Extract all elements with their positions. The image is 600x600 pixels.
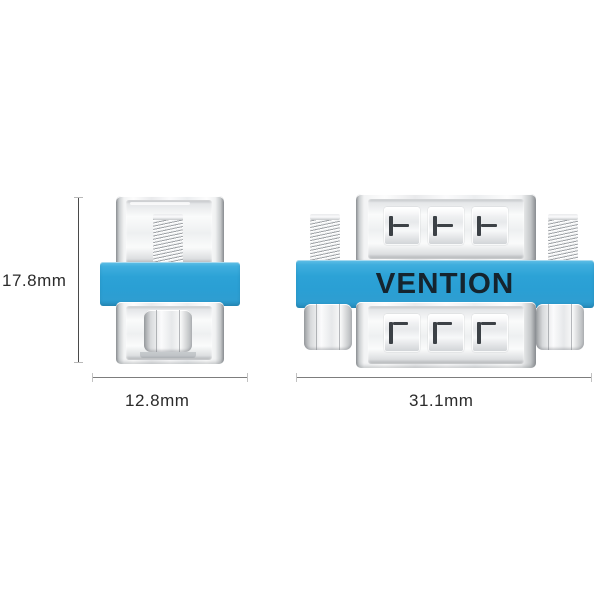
right-screw-post-left-tip — [310, 214, 340, 220]
right-screw-post-right-tip — [548, 214, 578, 220]
right-lower-port-2 — [428, 314, 464, 352]
right-width-dimension-label: 31.1mm — [409, 391, 474, 410]
right-width-dimension-line — [296, 377, 592, 378]
right-lower-port-3 — [472, 314, 508, 352]
left-screw-post — [153, 216, 183, 264]
left-width-dimension-line — [92, 377, 248, 378]
vention-logo: VENTION — [375, 267, 515, 300]
left-product — [100, 194, 240, 366]
left-screw-post-tip — [153, 214, 183, 220]
right-nut-right — [536, 304, 584, 350]
right-width-cap-end — [591, 373, 592, 382]
left-nut — [144, 310, 192, 352]
left-band — [100, 262, 240, 306]
height-dimension-cap-top — [74, 197, 83, 198]
height-dimension-label: 17.8mm — [2, 271, 67, 290]
right-lower-port-1 — [384, 314, 420, 352]
right-screw-post-right — [548, 216, 578, 262]
left-width-cap-start — [92, 373, 93, 382]
left-width-cap-end — [247, 373, 248, 382]
right-upper-port-3 — [472, 207, 508, 245]
right-upper-port-2 — [428, 207, 464, 245]
right-upper-port-1 — [384, 207, 420, 245]
left-width-dimension-label: 12.8mm — [125, 391, 190, 410]
right-nut-left — [304, 304, 352, 350]
height-dimension-cap-bottom — [74, 362, 83, 363]
right-width-cap-start — [296, 373, 297, 382]
right-product: VENTION — [296, 190, 594, 370]
right-screw-post-left — [310, 216, 340, 262]
height-dimension-line — [78, 198, 79, 362]
right-band: VENTION — [296, 260, 594, 308]
